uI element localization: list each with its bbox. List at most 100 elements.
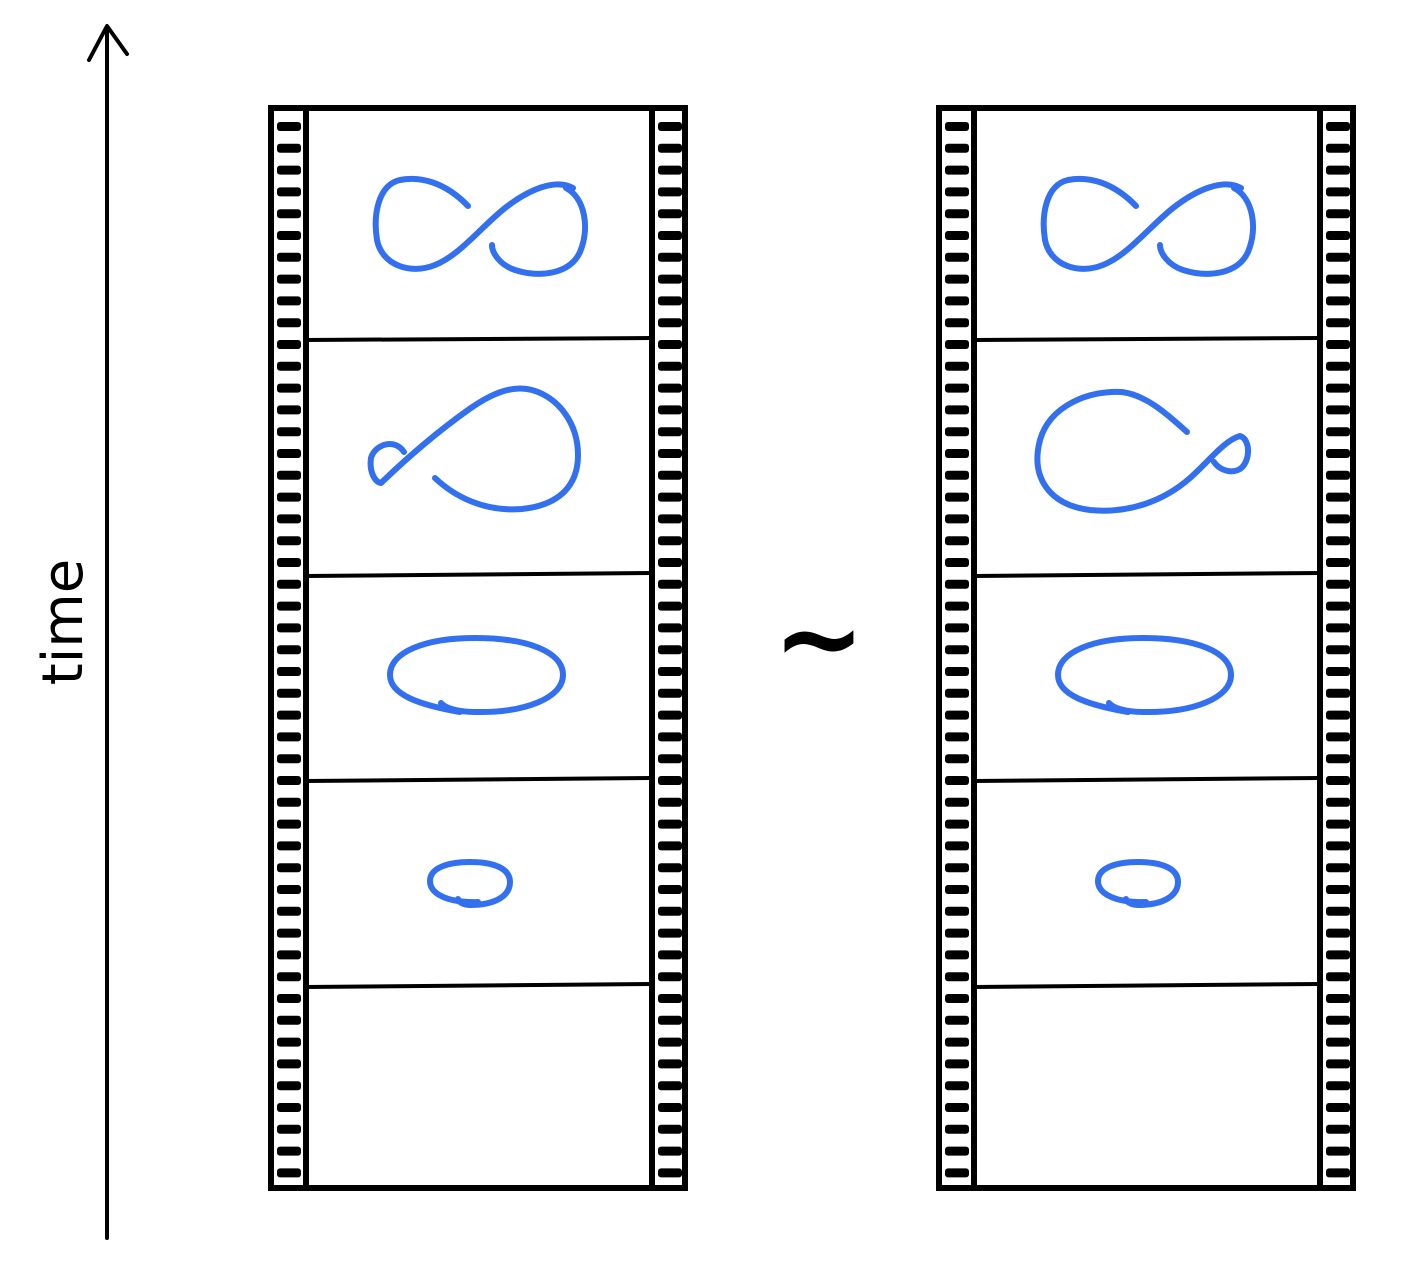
film-perforation bbox=[277, 405, 301, 415]
film-perforation bbox=[1326, 819, 1350, 829]
film-perforation bbox=[1326, 361, 1350, 371]
film-perforation bbox=[277, 819, 301, 829]
film-perforation bbox=[1326, 754, 1350, 764]
film-perforation bbox=[658, 1081, 682, 1091]
film-perforation bbox=[945, 688, 969, 698]
film-perforation bbox=[658, 1037, 682, 1047]
frame-divider bbox=[973, 336, 1321, 342]
film-perforation bbox=[658, 383, 682, 393]
film-perforation bbox=[1326, 623, 1350, 633]
film-perforation bbox=[658, 1103, 682, 1112]
film-perforation bbox=[1326, 579, 1350, 589]
film-perforation bbox=[658, 754, 682, 764]
time-axis-arrowhead bbox=[87, 24, 129, 62]
film-perforation bbox=[277, 579, 301, 589]
film-perforation bbox=[945, 209, 969, 219]
frame-1-figure-eight-curve bbox=[1040, 175, 1257, 277]
film-perforation bbox=[1326, 514, 1350, 524]
film-perforation bbox=[277, 470, 301, 480]
film-perforation bbox=[945, 187, 969, 197]
film-perforation bbox=[945, 1059, 969, 1069]
film-perforation bbox=[277, 1059, 301, 1069]
time-axis: time bbox=[31, 24, 129, 1240]
film-perforation bbox=[658, 863, 682, 873]
film-perforation bbox=[945, 928, 969, 938]
film-perforation bbox=[1326, 165, 1350, 175]
film-perforation bbox=[277, 536, 301, 546]
film-perforation bbox=[658, 536, 682, 546]
film-perforation bbox=[658, 1015, 682, 1025]
film-perforation bbox=[277, 776, 301, 785]
filmstrip-right bbox=[936, 105, 1356, 1191]
film-perforation bbox=[1326, 1015, 1350, 1025]
film-perforation bbox=[277, 209, 301, 219]
film-perforation bbox=[277, 623, 301, 633]
film-perforation bbox=[277, 1103, 301, 1112]
film-perforation bbox=[658, 601, 682, 611]
film-perforation bbox=[945, 470, 969, 480]
film-perforation bbox=[945, 841, 969, 851]
film-perforation bbox=[277, 1124, 301, 1134]
film-perforation bbox=[277, 732, 301, 742]
film-perforation bbox=[658, 492, 682, 502]
film-perforation bbox=[945, 645, 969, 655]
film-perforation bbox=[658, 688, 682, 698]
film-perforation bbox=[945, 972, 969, 982]
film-perforation bbox=[945, 1081, 969, 1091]
film-perforation bbox=[277, 863, 301, 873]
film-perforation bbox=[277, 143, 301, 153]
film-perforation bbox=[945, 906, 969, 916]
film-perforation bbox=[1326, 688, 1350, 698]
film-perforation bbox=[277, 972, 301, 982]
frame-1-figure-eight-curve bbox=[372, 175, 589, 277]
film-perforation bbox=[945, 383, 969, 393]
film-perforation bbox=[658, 667, 682, 676]
film-perforation bbox=[277, 296, 301, 306]
film-perforation bbox=[945, 1103, 969, 1112]
film-perforation bbox=[277, 1081, 301, 1091]
film-perforation bbox=[658, 340, 682, 349]
film-perforation bbox=[1326, 274, 1350, 284]
film-perforation bbox=[1326, 296, 1350, 306]
film-perforation bbox=[277, 187, 301, 197]
film-perforation bbox=[1326, 122, 1350, 131]
film-perforation bbox=[658, 906, 682, 916]
film-perforation bbox=[658, 274, 682, 284]
film-perforation bbox=[945, 1146, 969, 1156]
film-perforation bbox=[658, 209, 682, 219]
film-perforation bbox=[945, 143, 969, 153]
film-perforation bbox=[1326, 994, 1350, 1003]
film-perforation bbox=[945, 994, 969, 1003]
film-perforation bbox=[945, 318, 969, 328]
film-perforation bbox=[277, 340, 301, 349]
film-perforation bbox=[277, 514, 301, 524]
film-perforation bbox=[945, 536, 969, 546]
film-perforation bbox=[1326, 710, 1350, 720]
filmstrip-left-border bbox=[268, 105, 688, 1191]
film-perforation bbox=[945, 449, 969, 458]
film-perforation bbox=[277, 950, 301, 960]
film-perforation bbox=[658, 318, 682, 328]
film-perforation bbox=[1326, 1168, 1350, 1178]
film-perforation bbox=[945, 885, 969, 894]
film-perforation bbox=[945, 754, 969, 764]
film-perforation bbox=[277, 1146, 301, 1156]
film-perforation bbox=[277, 427, 301, 437]
film-perforation bbox=[658, 252, 682, 262]
film-perforation bbox=[1326, 667, 1350, 676]
film-perforation bbox=[277, 122, 301, 131]
film-perforation bbox=[1326, 1146, 1350, 1156]
film-perforation bbox=[945, 623, 969, 633]
film-perforation bbox=[658, 361, 682, 371]
film-perforation bbox=[658, 165, 682, 175]
film-perforation bbox=[658, 1168, 682, 1178]
film-perforation bbox=[1326, 645, 1350, 655]
film-perforation bbox=[277, 645, 301, 655]
film-perforation bbox=[945, 710, 969, 720]
film-perforation bbox=[1326, 536, 1350, 546]
frame-2-curl-loop-curve bbox=[367, 385, 581, 513]
film-perforation bbox=[945, 340, 969, 349]
film-perforation bbox=[1326, 318, 1350, 328]
film-perforation bbox=[658, 579, 682, 589]
film-perforation bbox=[277, 754, 301, 764]
